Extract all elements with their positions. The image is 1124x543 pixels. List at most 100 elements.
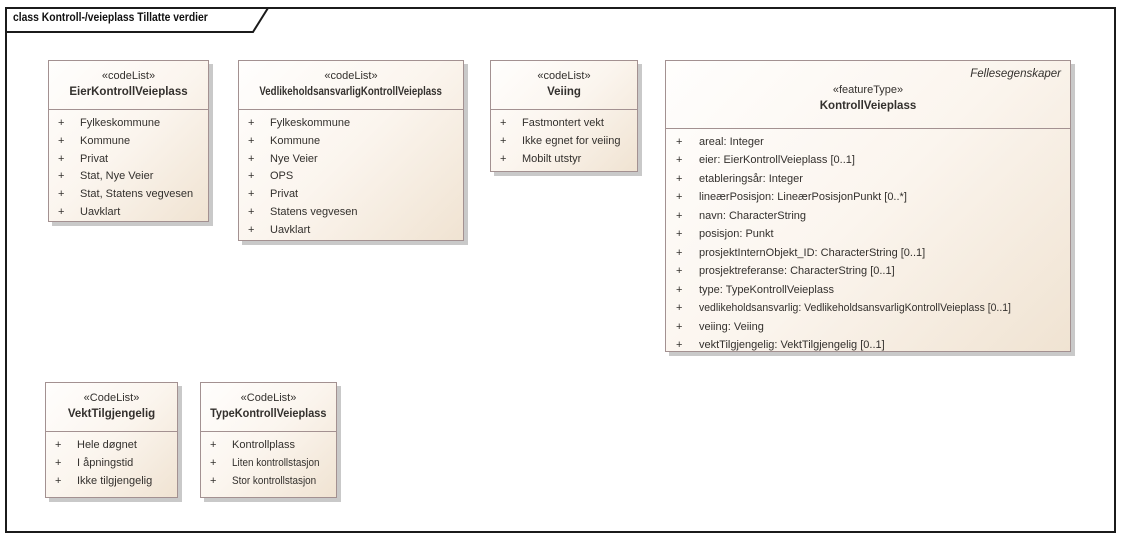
visibility-plus: + — [676, 283, 683, 296]
stereotype-label: «CodeList» — [240, 392, 297, 404]
visibility-plus: + — [676, 265, 683, 278]
visibility-plus: + — [676, 172, 683, 185]
visibility-plus: + — [676, 154, 683, 167]
visibility-plus: + — [210, 439, 217, 451]
class-header: «CodeList» VektTilgjengelig — [46, 383, 177, 432]
attribute-row: +veiing: Veiing — [666, 318, 1070, 336]
uml-featuretype-kontrollveieplass[interactable]: Fellesegenskaper «featureType» KontrollV… — [665, 60, 1071, 352]
enum-literal: +Fastmontert vekt — [491, 115, 637, 133]
uml-codelist-vedlikeholdsansvarligkontrollveieplass[interactable]: «codeList» VedlikeholdsansvarligKontroll… — [238, 60, 464, 241]
enum-literal: +Hele døgnet — [46, 437, 177, 455]
class-name: TypeKontrollVeieplass — [210, 408, 327, 420]
visibility-plus: + — [58, 117, 65, 129]
enum-literal-list: +Fylkeskommune +Kommune +Nye Veier +OPS … — [239, 110, 463, 240]
enum-literal-list: +Hele døgnet +I åpningstid +Ikke tilgjen… — [46, 432, 177, 490]
enum-literal: +I åpningstid — [46, 455, 177, 473]
visibility-plus: + — [676, 136, 683, 148]
visibility-plus: + — [676, 209, 683, 222]
class-name: VedlikeholdsansvarligKontrollVeieplass — [259, 86, 443, 98]
class-name: VektTilgjengelig — [67, 408, 156, 420]
attribute-row: +lineærPosisjon: LineærPosisjonPunkt [0.… — [666, 188, 1070, 206]
attribute-row: +prosjektreferanse: CharacterString [0..… — [666, 262, 1070, 280]
visibility-plus: + — [58, 134, 65, 147]
enum-literal: +Fylkeskommune — [49, 115, 208, 133]
enum-literal: +Stat, Nye Veier — [49, 168, 208, 186]
enum-literal: +Stat, Statens vegvesen — [49, 186, 208, 204]
attribute-list: +areal: Integer +eier: EierKontrollVeiep… — [666, 129, 1070, 351]
visibility-plus: + — [500, 152, 507, 165]
class-header: «codeList» EierKontrollVeieplass — [49, 61, 208, 110]
attribute-row: +vedlikeholdsansvarlig: Vedlikeholdsansv… — [666, 299, 1070, 317]
attribute-row: +type: TypeKontrollVeieplass — [666, 281, 1070, 299]
visibility-plus: + — [676, 338, 683, 351]
visibility-plus: + — [58, 188, 65, 201]
attribute-row: +navn: CharacterString — [666, 207, 1070, 225]
class-name: KontrollVeieplass — [819, 100, 917, 112]
attribute-row: +posisjon: Punkt — [666, 225, 1070, 243]
visibility-plus: + — [248, 188, 255, 201]
visibility-plus: + — [58, 170, 65, 183]
visibility-plus: + — [210, 456, 217, 469]
class-header: «codeList» VedlikeholdsansvarligKontroll… — [239, 61, 463, 110]
enum-literal: +Ikke egnet for veiing — [491, 133, 637, 151]
uml-codelist-eierkontrollveieplass[interactable]: «codeList» EierKontrollVeieplass +Fylkes… — [48, 60, 209, 222]
attribute-row: +vektTilgjengelig: VektTilgjengelig [0..… — [666, 336, 1070, 351]
visibility-plus: + — [248, 205, 255, 218]
uml-codelist-typekontrollveieplass[interactable]: «CodeList» TypeKontrollVeieplass +Kontro… — [200, 382, 337, 498]
enum-literal: +Nye Veier — [239, 151, 463, 169]
visibility-plus: + — [676, 320, 683, 333]
stereotype-label: «featureType» — [832, 84, 904, 96]
stereotype-label: «CodeList» — [83, 392, 140, 404]
diagram-title-tab — [5, 7, 270, 33]
visibility-plus: + — [248, 152, 255, 165]
visibility-plus: + — [676, 228, 683, 241]
visibility-plus: + — [58, 205, 65, 218]
uml-codelist-veiing[interactable]: «codeList» Veiing +Fastmontert vekt +Ikk… — [490, 60, 638, 172]
class-header: Fellesegenskaper «featureType» KontrollV… — [666, 61, 1070, 129]
enum-literal: +Uavklart — [49, 204, 208, 221]
visibility-plus: + — [500, 117, 507, 129]
enum-literal: +Statens vegvesen — [239, 204, 463, 222]
enum-literal: +Privat — [49, 151, 208, 169]
enum-literal: +Kommune — [49, 133, 208, 151]
class-name: Veiing — [547, 86, 581, 98]
enum-literal-list: +Fylkeskommune +Kommune +Privat +Stat, N… — [49, 110, 208, 221]
class-name: EierKontrollVeieplass — [69, 86, 188, 98]
enum-literal: +Liten kontrollstasjon — [201, 455, 336, 473]
class-header: «CodeList» TypeKontrollVeieplass — [201, 383, 336, 432]
visibility-plus: + — [248, 223, 255, 236]
visibility-plus: + — [58, 152, 65, 165]
attribute-row: +eier: EierKontrollVeieplass [0..1] — [666, 151, 1070, 169]
enum-literal: +Uavklart — [239, 222, 463, 240]
enum-literal-list: +Kontrollplass +Liten kontrollstasjon +S… — [201, 432, 336, 490]
visibility-plus: + — [248, 117, 255, 129]
stereotype-label: «codeList» — [101, 70, 156, 82]
attribute-row: +etableringsår: Integer — [666, 170, 1070, 188]
visibility-plus: + — [248, 170, 255, 183]
class-header: «codeList» Veiing — [491, 61, 637, 110]
enum-literal: +Kommune — [239, 133, 463, 151]
visibility-plus: + — [210, 474, 217, 487]
stereotype-label: «codeList» — [324, 70, 378, 82]
enum-literal: +Stor kontrollstasjon — [201, 473, 336, 491]
enum-literal: +OPS — [239, 168, 463, 186]
visibility-plus: + — [248, 134, 255, 147]
uml-codelist-vekttilgjengelig[interactable]: «CodeList» VektTilgjengelig +Hele døgnet… — [45, 382, 178, 498]
visibility-plus: + — [55, 456, 62, 469]
enum-literal: +Ikke tilgjengelig — [46, 473, 177, 491]
enum-literal: +Kontrollplass — [201, 437, 336, 455]
package-label: Fellesegenskaper — [970, 68, 1061, 80]
visibility-plus: + — [500, 134, 507, 147]
diagram-title: class Kontroll-/veieplass Tillatte verdi… — [13, 12, 208, 24]
stereotype-label: «codeList» — [537, 70, 591, 82]
enum-literal: +Mobilt utstyr — [491, 151, 637, 169]
enum-literal: +Fylkeskommune — [239, 115, 463, 133]
attribute-row: +areal: Integer — [666, 133, 1070, 151]
visibility-plus: + — [676, 302, 683, 315]
visibility-plus: + — [676, 191, 683, 204]
visibility-plus: + — [55, 474, 62, 487]
enum-literal: +Privat — [239, 186, 463, 204]
visibility-plus: + — [55, 439, 62, 451]
attribute-row: +prosjektInternObjekt_ID: CharacterStrin… — [666, 244, 1070, 262]
visibility-plus: + — [676, 246, 683, 259]
